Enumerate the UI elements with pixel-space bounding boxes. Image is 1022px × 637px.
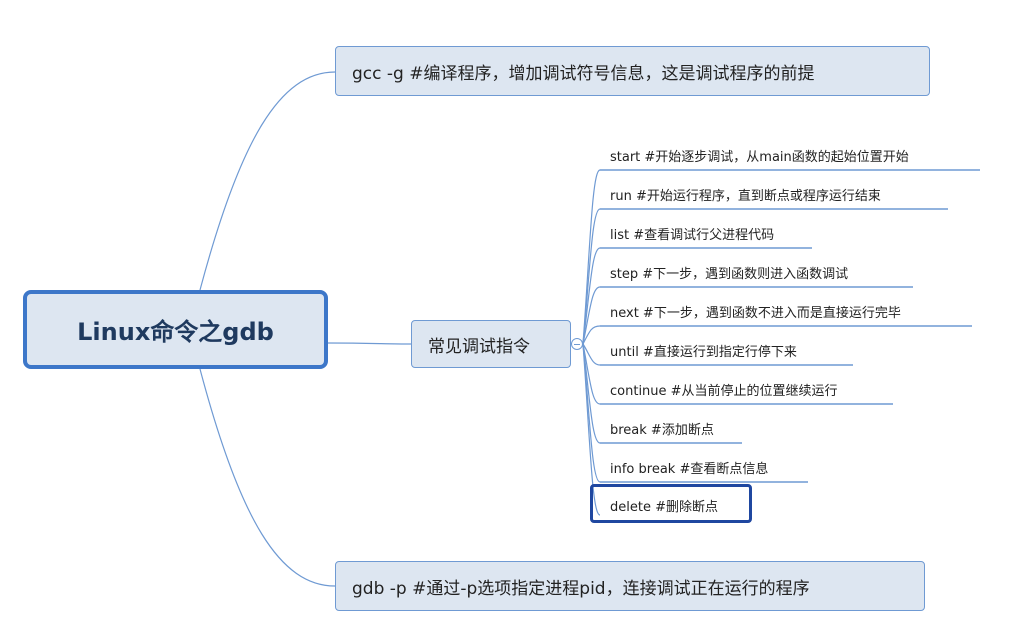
topic-gcc[interactable]: gcc -g #编译程序，增加调试符号信息，这是调试程序的前提 [335,46,930,96]
link-cmd-2 [582,208,601,345]
link-cmd-3 [582,247,601,345]
command-continue[interactable]: continue #从当前停止的位置继续运行 [610,384,838,399]
link-cmd-4 [582,286,601,345]
command-info-break[interactable]: info break #查看断点信息 [610,462,769,477]
link-cmd-7 [582,343,601,405]
link-cmd-6 [582,343,601,366]
root-node[interactable]: Linux命令之gdb [23,290,328,369]
link-root-top [199,71,336,291]
topic-gdb-p[interactable]: gdb -p #通过-p选项指定进程pid，连接调试正在运行的程序 [335,561,925,611]
link-cmd-5 [582,325,601,345]
topic-gdb-p-text: gdb -p #通过-p选项指定进程pid，连接调试正在运行的程序 [352,578,810,599]
topic-common-commands[interactable]: 常见调试指令 [411,320,571,368]
root-title: Linux命令之gdb [77,318,274,346]
command-start[interactable]: start #开始逐步调试，从main函数的起始位置开始 [610,150,909,165]
command-break[interactable]: break #添加断点 [610,423,714,438]
command-delete[interactable]: delete #删除断点 [610,500,718,515]
command-next[interactable]: next #下一步，遇到函数不进入而是直接运行完毕 [610,306,901,321]
selection-highlight [590,484,752,523]
command-until[interactable]: until #直接运行到指定行停下来 [610,345,797,360]
link-cmd-10 [582,343,601,516]
topic-common-commands-text: 常见调试指令 [428,336,530,357]
link-root-bottom [199,368,336,587]
command-step[interactable]: step #下一步，遇到函数则进入函数调试 [610,267,849,282]
command-list[interactable]: list #查看调试行父进程代码 [610,228,775,243]
minus-circle-icon[interactable] [571,338,583,350]
command-run[interactable]: run #开始运行程序，直到断点或程序运行结束 [610,189,881,204]
link-root-middle [327,342,412,345]
topic-gcc-text: gcc -g #编译程序，增加调试符号信息，这是调试程序的前提 [352,63,815,84]
